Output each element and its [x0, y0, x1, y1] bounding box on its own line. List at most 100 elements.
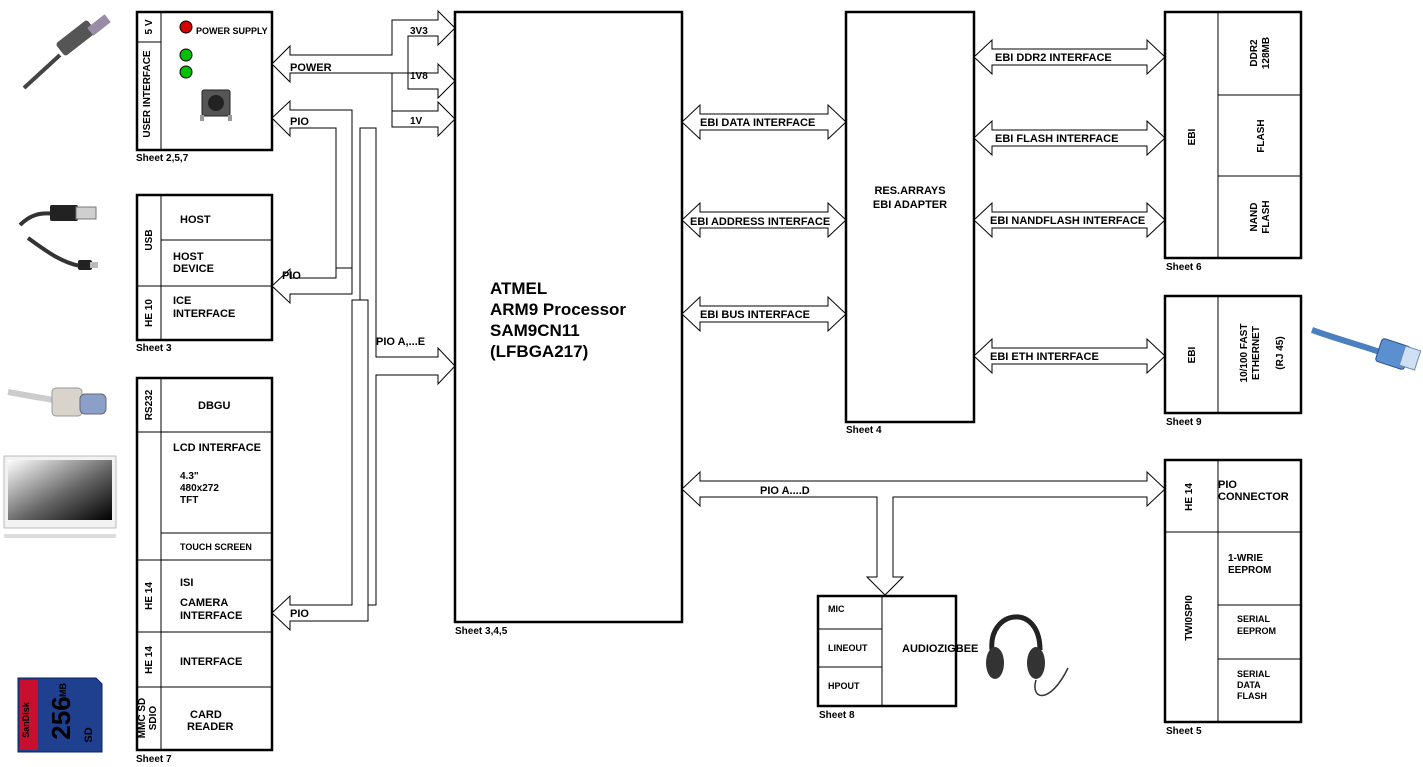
ebi-flash-label: EBI FLASH INTERFACE [995, 133, 1118, 145]
ice-label: INTERFACE [173, 308, 235, 320]
touch-screen-label: TOUCH SCREEN [180, 542, 252, 552]
ebi-eth-label: EBI ETH INTERFACE [990, 351, 1099, 363]
pio-connector-block: HE 14 PIO CONNECTOR TWI0SPI0 1-WRIE EEPR… [1163, 458, 1303, 737]
ddr2-size-label: 128MB [1261, 37, 1272, 69]
dbgu-label: DBGU [198, 400, 230, 412]
eeprom-label: EEPROM [1228, 565, 1271, 576]
ebi-adapter-label: EBI ADAPTER [873, 199, 947, 211]
pio-ad-label: PIO A....D [760, 485, 810, 497]
isi-label: ISI [180, 577, 193, 589]
mic-label: MIC [828, 604, 845, 614]
pio-connector-label: CONNECTOR [1218, 491, 1289, 503]
serial-flash-label: SERIAL [1237, 669, 1271, 679]
lcd-interface-label: LCD INTERFACE [173, 442, 261, 454]
ddr2-label: DDR2 [1249, 39, 1260, 67]
ebi-data-label: EBI DATA INTERFACE [700, 117, 815, 129]
sheet-label: Sheet 9 [1166, 417, 1202, 428]
rs232-label: RS232 [144, 389, 155, 420]
usb-block: USB HOST HOST DEVICE HE 10 ICE INTERFACE… [135, 193, 274, 354]
hpout-label: HPOUT [828, 681, 860, 691]
sd-card-capacity: 256 [46, 696, 76, 739]
voltage-3v3-label: 3V3 [410, 26, 428, 37]
processor-package: (LFBGA217) [490, 342, 588, 361]
sheet-label: Sheet 8 [819, 710, 855, 721]
serial-connector-icon [7, 387, 107, 417]
pio-ae-label: PIO A,...E [376, 336, 425, 348]
ebi-label: EBI [1187, 346, 1198, 363]
ethernet-block: EBI 10/100 FAST ETHERNET (RJ 45) Sheet 9 [1163, 294, 1303, 428]
ethernet-speed-label: 10/100 FAST [1239, 324, 1250, 383]
ebi-memory-links: EBI DDR2 INTERFACE EBI FLASH INTERFACE E… [973, 38, 1166, 375]
card-reader-label: READER [187, 721, 234, 733]
headphones-icon [986, 614, 1069, 697]
lcd-type-label: TFT [180, 495, 198, 506]
sd-card-brand: SanDisk [21, 701, 31, 738]
nand-flash-label: FLASH [1261, 200, 1272, 233]
lcd-size-label: 4.3" [180, 471, 199, 482]
ice-label: ICE [173, 295, 191, 307]
card-reader-label: CARD [190, 709, 222, 721]
ebi-address-label: EBI ADDRESS INTERFACE [690, 216, 830, 228]
ebi-ddr2-label: EBI DDR2 INTERFACE [995, 52, 1112, 64]
interface-label: INTERFACE [180, 656, 242, 668]
lineout-label: LINEOUT [828, 643, 868, 653]
memory-block: EBI DDR2 128MB FLASH NAND FLASH Sheet 6 [1163, 10, 1303, 273]
ebi-processor-links: EBI DATA INTERFACE EBI ADDRESS INTERFACE… [681, 103, 847, 333]
usb-group-label: USB [144, 229, 155, 250]
sheet-label: Sheet 5 [1166, 726, 1202, 737]
sheet-label: Sheet 3,4,5 [455, 626, 508, 637]
lcd-screen-icon [3, 455, 117, 538]
camera-interface-label: INTERFACE [180, 610, 242, 622]
power-connection: POWER 3V3 1V8 1V [271, 9, 456, 138]
ebi-bus-label: EBI BUS INTERFACE [700, 309, 810, 321]
display-io-block: RS232 DBGU LCD INTERFACE 4.3" 480x272 TF… [135, 376, 274, 765]
host-label: HOST [180, 214, 211, 226]
lcd-resolution-label: 480x272 [180, 483, 219, 494]
processor-vendor: ATMEL [490, 279, 547, 298]
sd-card-icon: SanDisk 256 MB SD [17, 677, 103, 753]
user-interface-block: 5 V USER INTERFACE POWER SUPPLY Sheet 2,… [135, 10, 274, 164]
power-plug-icon [22, 14, 111, 90]
sheet-label: Sheet 2,5,7 [136, 153, 189, 164]
green-led-icon [179, 48, 193, 62]
nand-label: NAND [1249, 203, 1260, 232]
user-interface-label: USER INTERFACE [142, 50, 153, 138]
voltage-1v8-label: 1V8 [410, 71, 428, 82]
voltage-label: 5 V [144, 19, 155, 34]
serial-eeprom-label: SERIAL [1237, 614, 1271, 624]
flash-label: FLASH [1256, 119, 1267, 152]
twi-spi-label: TWI0SPI0 [1184, 595, 1195, 641]
ebi-adapter-block: RES.ARRAYS EBI ADAPTER Sheet 4 [844, 10, 976, 436]
power-led-icon [179, 20, 193, 34]
mmc-sd-label: MMC SD [137, 698, 148, 739]
ethernet-label: ETHERNET [1251, 326, 1262, 380]
he14-label: HE 14 [1184, 483, 1195, 511]
he14-label: HE 14 [144, 582, 155, 610]
serial-eeprom-label: EEPROM [1237, 626, 1276, 636]
push-button-icon [200, 89, 232, 121]
voltage-1v-label: 1V [410, 116, 423, 127]
sheet-label: Sheet 6 [1166, 262, 1202, 273]
processor-block: ATMEL ARM9 Processor SAM9CN11 (LFBGA217)… [453, 10, 684, 637]
pio-ad-connection: PIO A....D [681, 470, 1166, 596]
he14-label: HE 14 [144, 646, 155, 674]
sd-card-logo: SD [83, 727, 95, 742]
rj45-label: (RJ 45) [1275, 336, 1286, 369]
audio-zigbee-label: AUDIOZIGBEE [902, 643, 978, 655]
pio-connector-label: PIO [1218, 479, 1237, 491]
sheet-label: Sheet 3 [136, 343, 172, 354]
sheet-label: Sheet 7 [136, 754, 172, 765]
usb-cable-icon [18, 205, 98, 270]
sheet-label: Sheet 4 [846, 425, 882, 436]
ebi-nandflash-label: EBI NANDFLASH INTERFACE [990, 215, 1145, 227]
green-led-icon [179, 65, 193, 79]
host-device-label: HOST [173, 251, 204, 263]
res-arrays-label: RES.ARRAYS [874, 185, 945, 197]
pio-label: PIO [290, 116, 309, 128]
ethernet-cable-icon [1310, 327, 1422, 371]
pio-label: PIO [290, 608, 309, 620]
ebi-label: EBI [1187, 128, 1198, 145]
sdio-label: SDIO [148, 706, 159, 731]
audio-block: MIC LINEOUT HPOUT AUDIOZIGBEE Sheet 8 [816, 594, 978, 721]
